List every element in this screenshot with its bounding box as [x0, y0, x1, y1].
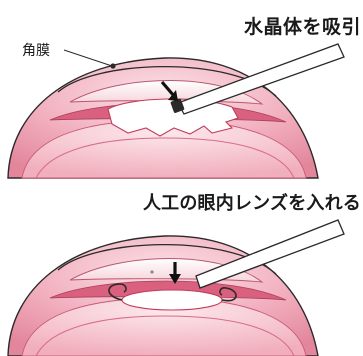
cornea-label: 角膜 — [22, 43, 50, 59]
step1-down-arrow-icon — [160, 80, 178, 101]
step2-iol-haptic-left — [108, 283, 127, 301]
cornea-leader-line — [63, 49, 113, 67]
step1-aspiration-probe — [170, 43, 345, 115]
step2-iol-haptic-right — [219, 287, 237, 302]
step1-contour — [35, 137, 295, 179]
step1-eye — [7, 43, 345, 179]
step1-caption: 水晶体を吸引 — [243, 16, 361, 38]
step2-eye — [7, 219, 345, 356]
cornea-leader-dot — [110, 63, 116, 69]
step1-broken-lens — [107, 98, 239, 137]
step2-injector-probe — [195, 219, 345, 289]
step2-contour — [35, 315, 295, 356]
step2-small-mark — [150, 270, 154, 274]
step2-caption: 人工の眼内レンズを入れる — [142, 193, 361, 214]
step2-intraocular-lens-optic — [121, 289, 223, 311]
step2-down-arrow-icon — [169, 262, 181, 284]
